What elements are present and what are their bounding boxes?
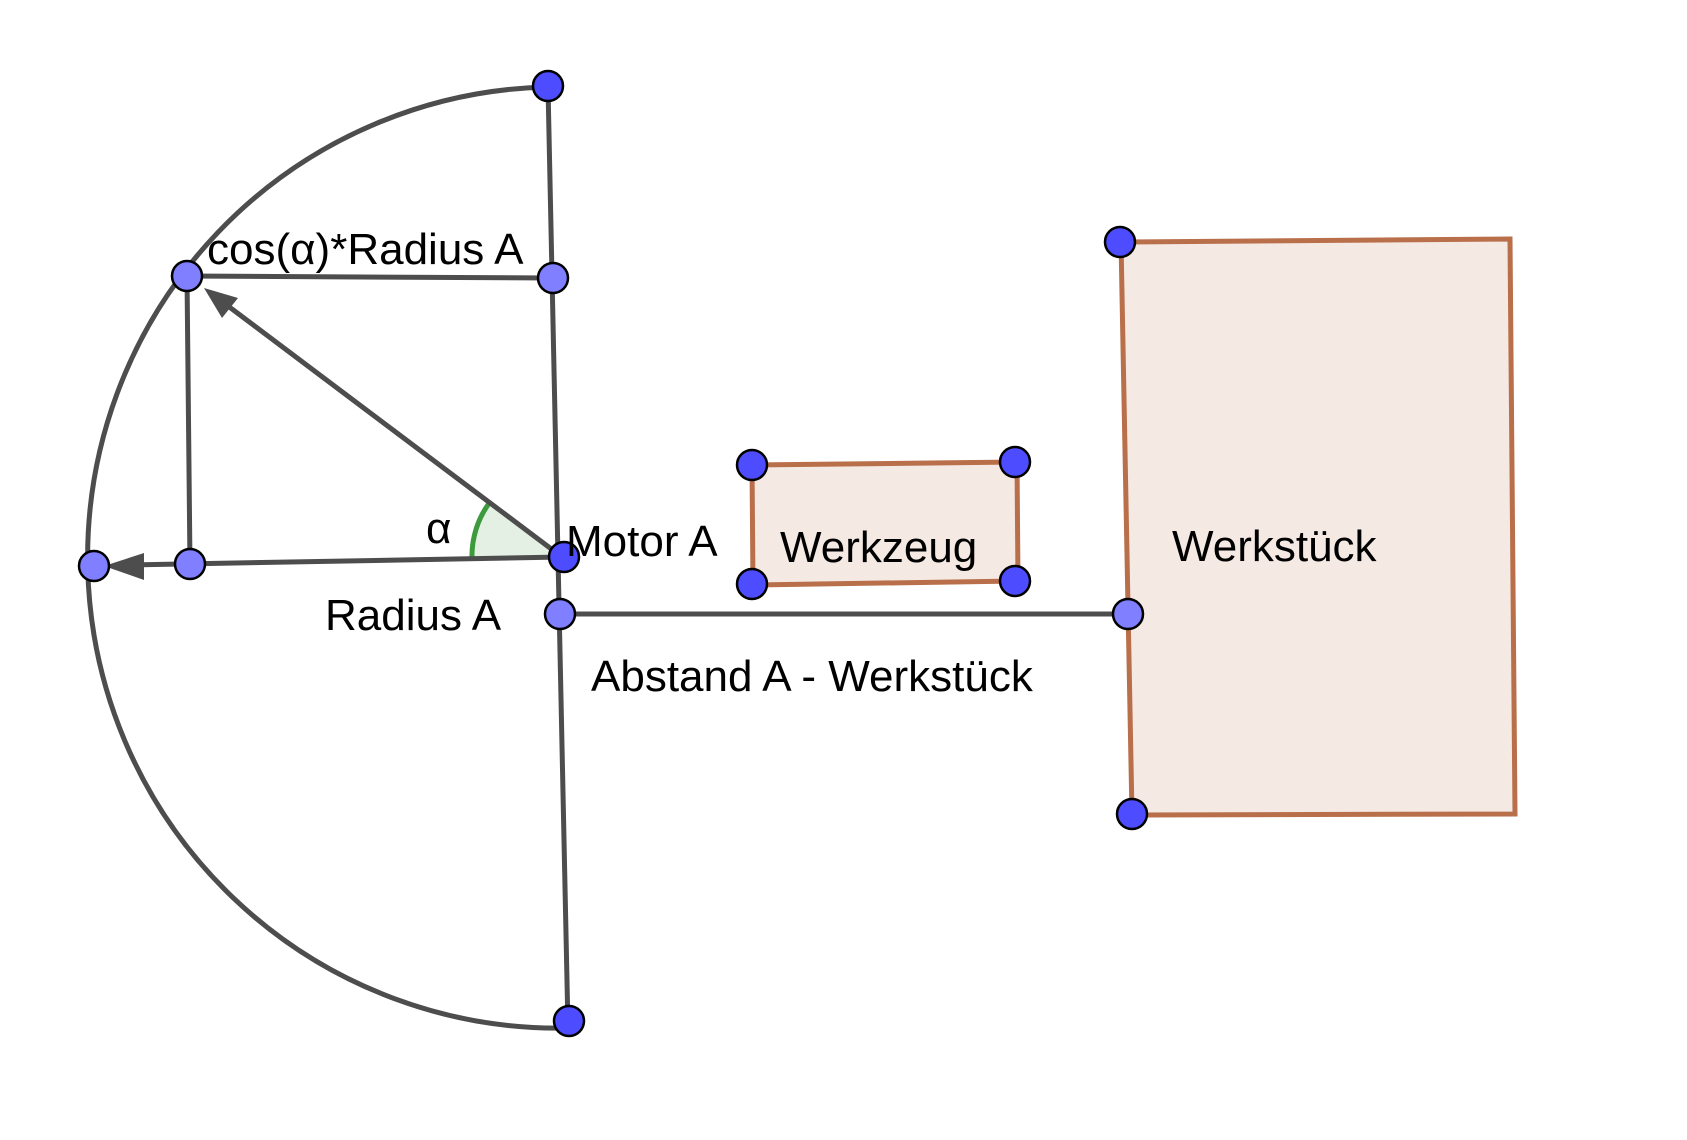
cos-radius-label: cos(α)*Radius A	[207, 225, 524, 274]
tool-corner-top-left	[735, 448, 769, 482]
radius-vector-line	[218, 298, 564, 559]
arc-top-point	[531, 69, 565, 103]
horizontal-arrowhead	[104, 553, 144, 580]
radius-vector-arrowhead	[204, 288, 238, 318]
arc-bottom-point	[552, 1004, 586, 1038]
projection-foot-point	[173, 547, 207, 581]
radius-a-point	[543, 597, 577, 631]
tool-corner-bottom-left	[735, 567, 769, 601]
cos-axis-point	[536, 261, 570, 295]
radius-a-label: Radius A	[325, 591, 502, 640]
workpiece-contact-point	[1111, 597, 1145, 631]
alpha-label: α	[426, 504, 451, 553]
workpiece-corner-top-left	[1103, 225, 1137, 259]
motor-a-point	[547, 540, 581, 574]
angle-arc	[469, 500, 493, 560]
projection-line	[184, 275, 193, 566]
motor-a-label: Motor A	[566, 517, 718, 566]
distance-label: Abstand A - Werkstück	[591, 652, 1034, 701]
workpiece-label: Werkstück	[1172, 522, 1378, 571]
tool-corner-bottom-right	[998, 564, 1032, 598]
arc-left-point	[77, 549, 111, 583]
workpiece-corner-bottom-left	[1115, 797, 1149, 831]
tool-corner-top-right	[998, 445, 1032, 479]
cos-radius-line	[186, 273, 553, 281]
cos-endpoint-point	[170, 259, 204, 293]
tool-label: Werkzeug	[780, 523, 977, 572]
angle-sector	[471, 502, 562, 559]
